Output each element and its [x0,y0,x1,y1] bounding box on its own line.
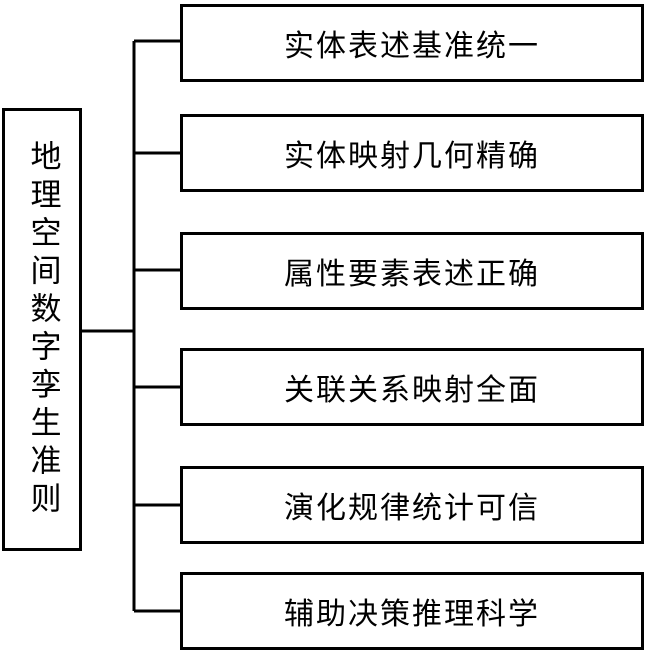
child-node-label: 关联关系映射全面 [284,373,540,408]
child-node-5: 辅助决策推理科学 [180,572,644,650]
child-node-4: 演化规律统计可信 [180,466,644,544]
child-node-1: 实体映射几何精确 [180,114,644,192]
root-node: 地理空间数字孪生准则 [2,108,82,551]
child-node-label: 属性要素表述正确 [284,257,540,292]
child-node-3: 关联关系映射全面 [180,348,644,426]
child-node-0: 实体表述基准统一 [180,4,644,82]
child-node-label: 实体表述基准统一 [284,29,540,64]
child-node-label: 实体映射几何精确 [284,139,540,174]
child-node-2: 属性要素表述正确 [180,232,644,310]
child-node-label: 演化规律统计可信 [284,491,540,526]
child-node-label: 辅助决策推理科学 [284,597,540,632]
root-node-label: 地理空间数字孪生准则 [24,139,61,520]
